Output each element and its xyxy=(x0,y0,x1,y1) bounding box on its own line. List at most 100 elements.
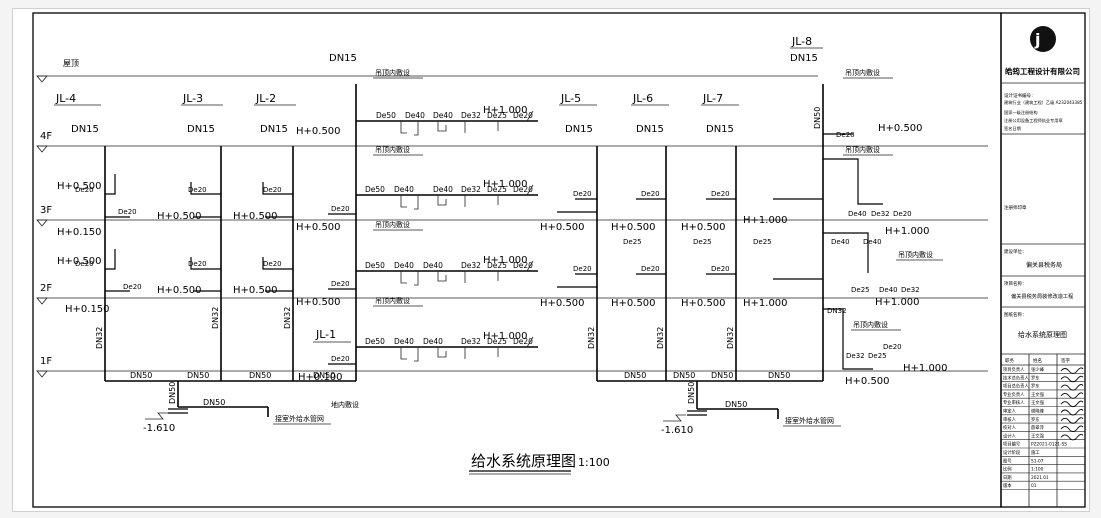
svg-text:DN32: DN32 xyxy=(587,327,596,349)
svg-text:De50: De50 xyxy=(376,111,396,120)
svg-text:De40: De40 xyxy=(433,185,453,194)
svg-text:建筑行业（建筑工程）乙级 A232043385: 建筑行业（建筑工程）乙级 A232043385 xyxy=(1004,99,1083,106)
svg-text:De25: De25 xyxy=(487,111,507,120)
riser-jl6: JL-6 xyxy=(632,92,653,105)
svg-text:De20: De20 xyxy=(188,260,207,268)
svg-text:De20: De20 xyxy=(513,111,533,120)
riser-jl8: JL-8 xyxy=(791,35,812,48)
svg-text:De20: De20 xyxy=(331,205,350,213)
tb-row-value: S1-07 xyxy=(1031,458,1044,464)
tb-row-label: 版本 xyxy=(1003,482,1012,489)
svg-text:设计证书编号：: 设计证书编号： xyxy=(1004,92,1036,99)
svg-text:H+0.500: H+0.500 xyxy=(611,298,656,309)
svg-text:De40: De40 xyxy=(433,111,453,120)
svg-text:DN32: DN32 xyxy=(211,307,220,329)
tb-row-label: 项目编号 xyxy=(1003,441,1020,448)
svg-text:De40: De40 xyxy=(423,261,443,270)
svg-text:DN15: DN15 xyxy=(565,124,593,135)
svg-text:De25: De25 xyxy=(487,261,507,270)
tb-row-value: 谢晓峰 xyxy=(1031,408,1045,415)
svg-text:DN50: DN50 xyxy=(813,107,822,129)
central-branches xyxy=(356,120,538,348)
signature-mark xyxy=(1060,367,1084,374)
svg-text:注册公用设备工程师执业专用章: 注册公用设备工程师执业专用章 xyxy=(1004,117,1063,124)
svg-text:H+0.500: H+0.500 xyxy=(681,298,726,309)
tb-row-label: 校对人 xyxy=(1003,424,1017,431)
left-branches xyxy=(105,174,356,365)
tb-row-label: 设计阶段 xyxy=(1003,449,1021,456)
tb-row-label: 审定人 xyxy=(1003,408,1017,415)
base-elevation: -1.610 -1.610 xyxy=(143,412,693,436)
svg-text:DN50: DN50 xyxy=(687,382,696,404)
svg-text:De50: De50 xyxy=(365,337,385,346)
tb-row-label: 项目负责人 xyxy=(1003,366,1025,373)
tb-row-label: 比例 xyxy=(1003,466,1012,473)
tb-row-value: 王文强 xyxy=(1031,391,1045,398)
title-block: j 皓筠工程设计有限公司 设计证书编号： 建筑行业（建筑工程）乙级 A23204… xyxy=(1001,26,1085,507)
svg-text:De40: De40 xyxy=(879,286,898,294)
svg-text:DN50: DN50 xyxy=(725,400,747,409)
svg-text:De20: De20 xyxy=(641,190,660,198)
signature-mark xyxy=(1060,375,1084,383)
svg-text:j: j xyxy=(1034,30,1040,49)
tb-row-value: 张少峰 xyxy=(1031,366,1045,373)
floor-label-4f: 4F xyxy=(40,131,52,142)
svg-text:DN32: DN32 xyxy=(95,327,104,349)
tb-row-value: 王文强 xyxy=(1031,399,1045,406)
tb-drawing-name: 给水系统原理图 xyxy=(1018,330,1067,339)
left-elevations: H+0.500 H+0.150 H+0.500 H+0.150 H+0.500 … xyxy=(57,126,343,383)
schematic-canvas: 屋顶 4F 3F 2F 1F JL-4 JL-3 JL-2 JL-1 JL-5 … xyxy=(32,12,1086,508)
svg-text:De40: De40 xyxy=(394,337,414,346)
svg-text:De20: De20 xyxy=(513,185,533,194)
svg-text:DN50: DN50 xyxy=(249,371,271,380)
svg-text:H+0.500: H+0.500 xyxy=(540,298,585,309)
svg-text:H+0.500: H+0.500 xyxy=(233,285,278,296)
svg-text:DN32: DN32 xyxy=(726,327,735,349)
tb-row-label: 项目总负责人 xyxy=(1003,383,1029,390)
svg-text:De32: De32 xyxy=(871,210,890,218)
drawing-scale: 1:100 xyxy=(578,456,610,469)
drawing-sheet: 屋顶 4F 3F 2F 1F JL-4 JL-3 JL-2 JL-1 JL-5 … xyxy=(12,8,1090,512)
svg-text:H+0.500: H+0.500 xyxy=(57,256,102,267)
signature-mark xyxy=(1060,400,1084,408)
svg-text:DN32: DN32 xyxy=(827,307,847,315)
right-branches xyxy=(557,133,883,370)
right-ceiling-notes: 吊顶内敷设 吊顶内敷设 吊顶内敷设 吊顶内敷设 xyxy=(843,68,943,331)
svg-text:吊顶内敷设: 吊顶内敷设 xyxy=(375,296,410,305)
svg-text:De25: De25 xyxy=(753,238,772,246)
svg-text:H+1.000: H+1.000 xyxy=(483,179,528,190)
tb-row-label: 审核人 xyxy=(1003,416,1017,423)
svg-text:DN50: DN50 xyxy=(768,371,790,380)
svg-text:H+1.000: H+1.000 xyxy=(483,105,528,116)
svg-text:DN50: DN50 xyxy=(168,382,177,404)
svg-text:De25: De25 xyxy=(868,352,887,360)
svg-text:H+1.000: H+1.000 xyxy=(743,298,788,309)
svg-text:De20: De20 xyxy=(75,260,94,268)
company-name: 皓筠工程设计有限公司 xyxy=(1005,66,1080,76)
signature-mark xyxy=(1060,392,1084,399)
tb-row-value: 罗东 xyxy=(1031,416,1040,423)
floor-label-1f: 1F xyxy=(40,356,52,367)
tb-row-value: 罗东 xyxy=(1031,374,1040,381)
svg-text:H+0.100: H+0.100 xyxy=(298,372,343,383)
tb-row-value: 01 xyxy=(1031,483,1037,489)
signature-mark xyxy=(1060,425,1084,433)
svg-text:De20: De20 xyxy=(263,260,282,268)
riser-jl5: JL-5 xyxy=(560,92,581,105)
svg-text:H+0.500: H+0.500 xyxy=(540,222,585,233)
svg-text:H+0.500: H+0.500 xyxy=(296,222,341,233)
svg-text:图纸名称：: 图纸名称： xyxy=(1004,311,1027,318)
svg-text:签名日期: 签名日期 xyxy=(1004,125,1021,132)
floor-label-3f: 3F xyxy=(40,205,52,216)
title-block-frame xyxy=(1000,12,1086,508)
tb-row-label: 技术总负责人 xyxy=(1003,374,1029,381)
svg-text:De20: De20 xyxy=(331,280,350,288)
riser-jl4: JL-4 xyxy=(55,92,76,105)
tb-row-value: 薛翠萍 xyxy=(1031,424,1045,431)
right-branch-labels: De20 De20 De20 De20 De20 De20 De25 De25 … xyxy=(573,131,920,360)
svg-text:DN50: DN50 xyxy=(203,398,225,407)
svg-text:De20: De20 xyxy=(513,337,533,346)
svg-text:H+0.150: H+0.150 xyxy=(57,227,102,238)
tb-row-value: 王文强 xyxy=(1031,432,1045,439)
svg-text:DN50: DN50 xyxy=(673,371,695,380)
